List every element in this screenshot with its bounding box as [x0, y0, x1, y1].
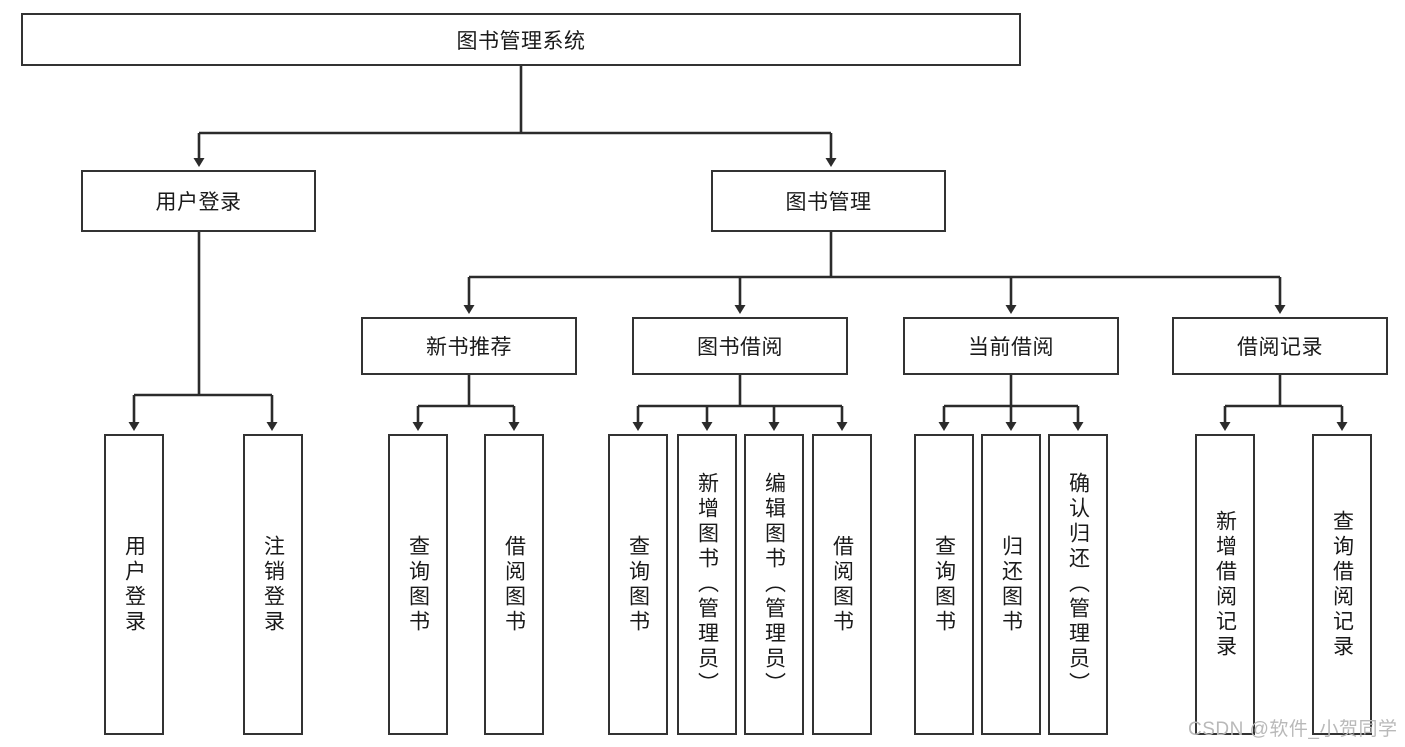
node-book-borrow[interactable]: 图书借阅: [632, 317, 848, 375]
leaf-borrow-book-2[interactable]: 借阅图书: [812, 434, 872, 735]
leaf-add-record-label: 新增借阅记录: [1213, 509, 1237, 660]
node-borrow-record[interactable]: 借阅记录: [1172, 317, 1388, 375]
leaf-query-book-1-label: 查询图书: [406, 534, 430, 635]
leaf-add-book-label: 新增图书（管理员）: [695, 472, 719, 697]
leaf-user-login-label: 用户登录: [122, 534, 146, 635]
node-new-book-rec-label: 新书推荐: [426, 336, 512, 359]
node-root-label: 图书管理系统: [456, 29, 586, 53]
leaf-user-login[interactable]: 用户登录: [104, 434, 164, 735]
node-new-book-rec[interactable]: 新书推荐: [361, 317, 577, 375]
node-book-manage[interactable]: 图书管理: [711, 170, 946, 232]
leaf-query-book-2[interactable]: 查询图书: [608, 434, 668, 735]
leaf-borrow-book-2-label: 借阅图书: [830, 534, 854, 635]
node-user-login-label: 用户登录: [155, 191, 242, 214]
node-root[interactable]: 图书管理系统: [21, 13, 1021, 66]
leaf-query-record-label: 查询借阅记录: [1330, 509, 1354, 660]
leaf-return-book-label: 归还图书: [999, 534, 1023, 635]
leaf-edit-book[interactable]: 编辑图书（管理员）: [744, 434, 804, 735]
leaf-query-book-2-label: 查询图书: [626, 534, 650, 635]
node-book-borrow-label: 图书借阅: [697, 336, 783, 359]
leaf-query-book-3[interactable]: 查询图书: [914, 434, 974, 735]
leaf-logout-label: 注销登录: [261, 534, 285, 635]
leaf-edit-book-label: 编辑图书（管理员）: [762, 472, 786, 697]
watermark: CSDN @软件_小贺同学: [1188, 719, 1398, 740]
leaf-query-record[interactable]: 查询借阅记录: [1312, 434, 1372, 735]
node-user-login[interactable]: 用户登录: [81, 170, 316, 232]
leaf-return-book[interactable]: 归还图书: [981, 434, 1041, 735]
leaf-query-book-3-label: 查询图书: [932, 534, 956, 635]
leaf-confirm-return-label: 确认归还（管理员）: [1066, 472, 1090, 697]
node-borrow-record-label: 借阅记录: [1237, 336, 1323, 359]
node-current-borrow-label: 当前借阅: [968, 336, 1054, 359]
leaf-confirm-return[interactable]: 确认归还（管理员）: [1048, 434, 1108, 735]
leaf-query-book-1[interactable]: 查询图书: [388, 434, 448, 735]
leaf-add-record[interactable]: 新增借阅记录: [1195, 434, 1255, 735]
leaf-borrow-book-1-label: 借阅图书: [502, 534, 526, 635]
node-book-manage-label: 图书管理: [785, 191, 872, 214]
leaf-logout[interactable]: 注销登录: [243, 434, 303, 735]
leaf-add-book[interactable]: 新增图书（管理员）: [677, 434, 737, 735]
node-current-borrow[interactable]: 当前借阅: [903, 317, 1119, 375]
leaf-borrow-book-1[interactable]: 借阅图书: [484, 434, 544, 735]
